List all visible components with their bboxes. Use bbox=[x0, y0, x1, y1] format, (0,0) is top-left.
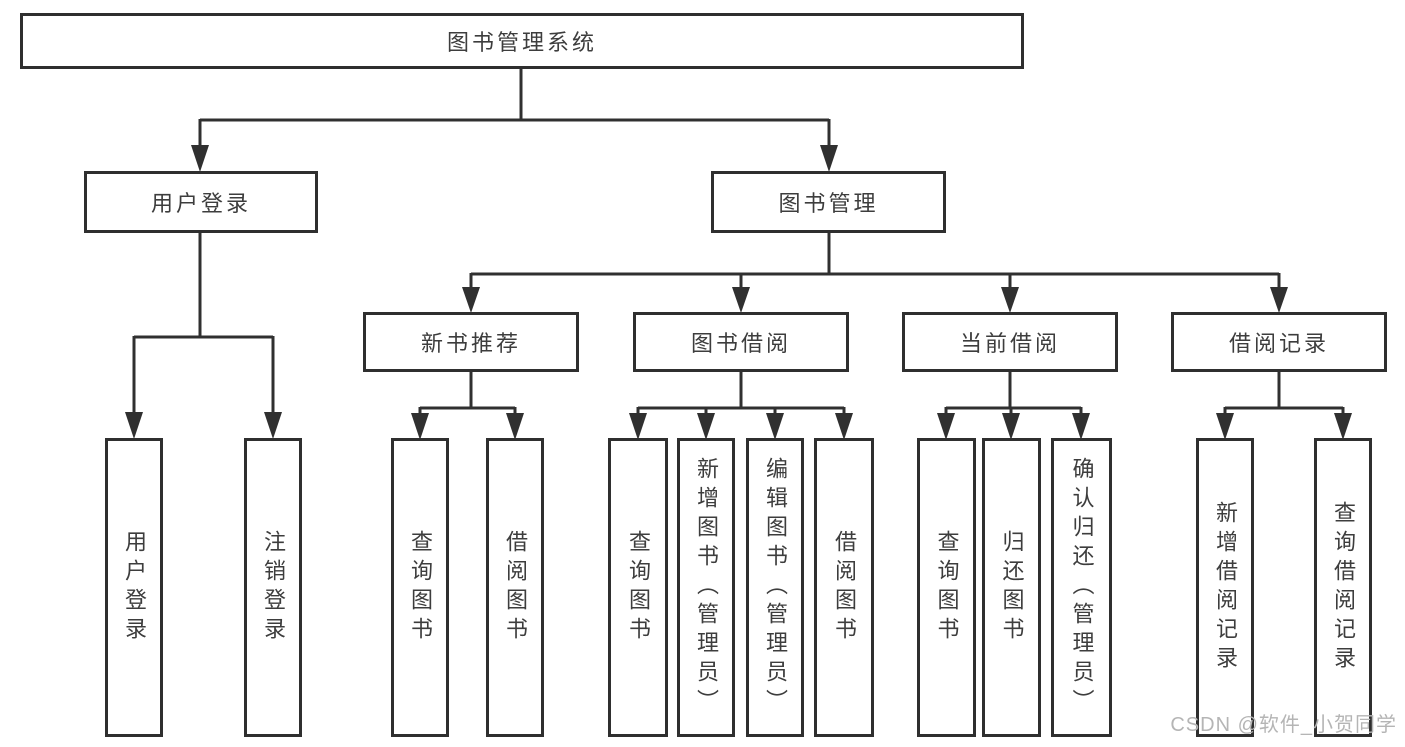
connector-user-login-children bbox=[132, 233, 275, 417]
leaf-add-book-admin: 新增图书（管理员） bbox=[677, 438, 735, 737]
arrowhead bbox=[835, 413, 853, 440]
leaf-borrow-books-recommend: 借阅图书 bbox=[486, 438, 544, 737]
leaf-add-borrow-record: 新增借阅记录 bbox=[1196, 438, 1254, 737]
node-label: 新增图书（管理员） bbox=[694, 457, 719, 718]
node-label: 当前借阅 bbox=[959, 331, 1060, 356]
arrowhead bbox=[462, 287, 480, 313]
node-new-book-recommend: 新书推荐 bbox=[363, 312, 579, 372]
leaf-query-borrow-record: 查询借阅记录 bbox=[1314, 438, 1372, 737]
leaf-logout: 注销登录 bbox=[244, 438, 302, 737]
node-label: 图书借阅 bbox=[690, 331, 791, 356]
leaf-query-books-recommend: 查询图书 bbox=[391, 438, 449, 737]
node-label: 注销登录 bbox=[261, 529, 286, 646]
arrowhead bbox=[1001, 287, 1019, 313]
leaf-query-books-current: 查询图书 bbox=[917, 438, 976, 737]
arrowhead bbox=[629, 413, 647, 440]
node-label: 确认归还（管理员） bbox=[1069, 457, 1095, 718]
arrowhead bbox=[1216, 413, 1234, 440]
node-label: 查询图书 bbox=[626, 529, 651, 646]
arrowhead bbox=[1270, 287, 1288, 313]
arrowhead bbox=[697, 413, 715, 440]
leaf-confirm-return-admin: 确认归还（管理员） bbox=[1051, 438, 1112, 737]
node-label: 查询图书 bbox=[934, 529, 960, 646]
arrowhead bbox=[937, 413, 955, 440]
node-book-management: 图书管理 bbox=[711, 171, 946, 233]
node-label: 编辑图书（管理员） bbox=[763, 457, 788, 718]
leaf-edit-book-admin: 编辑图书（管理员） bbox=[746, 438, 804, 737]
arrowhead bbox=[506, 413, 524, 440]
leaf-user-login: 用户登录 bbox=[105, 438, 163, 737]
connector-root-to-level2 bbox=[198, 69, 831, 150]
node-label: 查询图书 bbox=[408, 529, 433, 646]
arrowhead bbox=[125, 412, 143, 439]
node-label: 借阅图书 bbox=[503, 529, 528, 646]
node-label: 归还图书 bbox=[999, 529, 1025, 646]
node-label: 借阅记录 bbox=[1228, 331, 1329, 356]
arrowhead bbox=[766, 413, 784, 440]
node-book-borrowing: 图书借阅 bbox=[633, 312, 849, 372]
node-label: 查询借阅记录 bbox=[1331, 500, 1356, 675]
leaf-return-books: 归还图书 bbox=[982, 438, 1041, 737]
arrowhead bbox=[264, 412, 282, 439]
connector-book-management-children bbox=[469, 233, 1281, 291]
node-user-login: 用户登录 bbox=[84, 171, 318, 233]
arrowhead bbox=[1002, 413, 1020, 440]
connector-borrow-records-children bbox=[1223, 372, 1345, 418]
node-label: 借阅图书 bbox=[832, 529, 857, 646]
connector-book-borrowing-children bbox=[636, 372, 846, 418]
node-label: 图书管理系统 bbox=[446, 30, 597, 55]
arrowhead bbox=[191, 145, 209, 172]
csdn-watermark: CSDN @软件_小贺同学 bbox=[1170, 714, 1397, 736]
connector-new-book-children bbox=[418, 372, 517, 418]
leaf-query-books-borrowing: 查询图书 bbox=[608, 438, 668, 737]
arrowhead bbox=[732, 287, 750, 313]
arrowhead bbox=[1072, 413, 1090, 440]
node-library-system: 图书管理系统 bbox=[20, 13, 1024, 69]
node-label: 新书推荐 bbox=[420, 331, 521, 356]
leaf-borrow-books-borrowing: 借阅图书 bbox=[814, 438, 874, 737]
arrowhead bbox=[1334, 413, 1352, 440]
node-current-borrowing: 当前借阅 bbox=[902, 312, 1118, 372]
node-label: 新增借阅记录 bbox=[1213, 500, 1238, 675]
node-borrow-records: 借阅记录 bbox=[1171, 312, 1387, 372]
connector-current-borrowing-children bbox=[944, 372, 1083, 418]
node-label: 图书管理 bbox=[778, 191, 879, 216]
arrowhead bbox=[820, 145, 838, 172]
node-label: 用户登录 bbox=[122, 529, 147, 646]
arrowhead bbox=[411, 413, 429, 440]
node-label: 用户登录 bbox=[150, 191, 251, 216]
